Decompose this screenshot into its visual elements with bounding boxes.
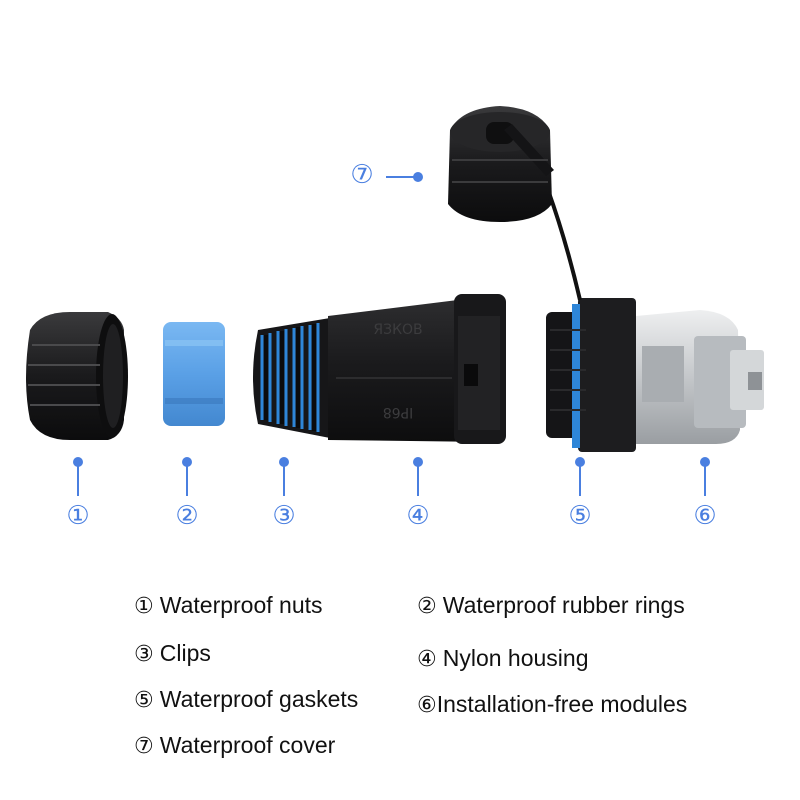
nylon-housing-part: ЯЗКОВ IP68: [328, 294, 506, 444]
callout-number-2: ②: [175, 501, 199, 531]
callout-leader-7: [386, 172, 423, 182]
callout-number-7: ⑦: [350, 160, 374, 190]
legend-number: ⑥: [417, 693, 437, 718]
legend-label: Waterproof rubber rings: [442, 592, 685, 618]
waterproof-nut-part: [26, 312, 128, 440]
legend-number: ⑦: [134, 734, 154, 759]
legend-number: ①: [134, 594, 154, 619]
legend-number: ⑤: [134, 688, 154, 713]
callout-leaders: [73, 172, 710, 496]
legend-number: ④: [417, 647, 437, 672]
callout-leader-4: [413, 457, 423, 496]
legend-item-installation-free-modules: ⑥Installation-free modules: [417, 691, 687, 718]
legend-label: Waterproof cover: [159, 732, 336, 758]
callout-leader-2: [182, 457, 192, 496]
housing-top-mark: ЯЗКОВ: [373, 322, 422, 338]
legend-label: Installation-free modules: [436, 691, 688, 717]
exploded-connector-illustration: ЯЗКОВ IP68: [26, 106, 764, 496]
rubber-ring-part: [163, 322, 225, 426]
housing-bottom-mark: IP68: [383, 404, 413, 420]
waterproof-cover-part: [448, 106, 582, 301]
callout-number-4: ④: [406, 501, 430, 531]
legend-label: Waterproof gaskets: [159, 686, 359, 712]
legend-number: ②: [417, 594, 437, 619]
callout-number-5: ⑤: [568, 501, 592, 531]
clips-part: [253, 318, 330, 438]
callout-number-1: ①: [66, 501, 90, 531]
legend-label: Waterproof nuts: [159, 592, 323, 618]
callout-leader-3: [279, 457, 289, 496]
callout-number-3: ③: [272, 501, 296, 531]
legend-number: ③: [134, 642, 154, 667]
installation-free-module-part: [636, 310, 764, 444]
callout-leader-5: [575, 457, 585, 496]
legend-label: Clips: [159, 640, 211, 666]
callout-leader-1: [73, 457, 83, 496]
callout-leader-6: [700, 457, 710, 496]
legend-label: Nylon housing: [442, 645, 589, 671]
callout-number-6: ⑥: [693, 501, 717, 531]
waterproof-gasket-part: [546, 298, 636, 452]
